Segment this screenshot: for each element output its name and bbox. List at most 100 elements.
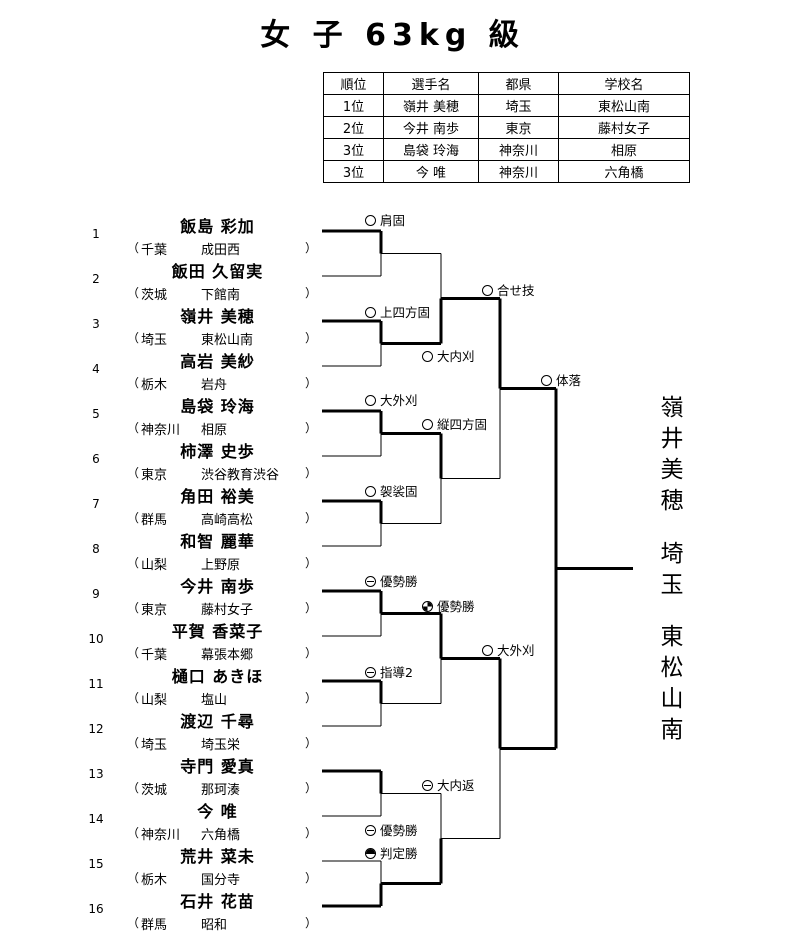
open-circle-icon <box>365 395 376 406</box>
player-prefecture: 栃木 <box>141 378 168 393</box>
dash-circle-icon <box>422 780 433 791</box>
result-text: 袈裟固 <box>380 484 418 499</box>
dash-circle-icon <box>365 667 376 678</box>
ranking-cell: 東京 <box>478 116 559 139</box>
player-seed: 7 <box>92 497 100 511</box>
player-school: 六角橋 <box>201 828 241 843</box>
paren-open: （ <box>127 781 140 795</box>
paren-close: ） <box>305 691 318 705</box>
result-text: 優勢勝 <box>380 823 418 838</box>
player-prefecture: 千葉 <box>141 243 168 258</box>
player-name: 島袋 玲海 <box>180 397 255 416</box>
player-school: 幕張本郷 <box>201 648 254 663</box>
paren-open: （ <box>127 736 140 750</box>
player-name: 今 唯 <box>197 802 238 821</box>
player-prefecture: 埼玉 <box>141 738 168 753</box>
champion-prefecture-char: 埼 <box>660 541 684 567</box>
paren-open: （ <box>127 376 140 390</box>
player-prefecture: 群馬 <box>141 513 168 528</box>
player-name: 平賀 香菜子 <box>171 622 264 641</box>
player-prefecture: 群馬 <box>141 918 168 933</box>
champion-school-char: 南 <box>660 717 684 743</box>
player-seed: 3 <box>92 317 100 331</box>
result-text: 体落 <box>556 373 582 388</box>
champion-school-char: 東 <box>660 624 684 650</box>
paren-close: ） <box>305 511 318 525</box>
result-label: 体落 <box>541 370 581 389</box>
player-name: 樋口 あきほ <box>171 667 264 686</box>
player-seed: 15 <box>88 857 104 871</box>
result-text: 大内返 <box>437 778 475 793</box>
paren-close: ） <box>305 241 318 255</box>
ranking-cell: 相原 <box>558 138 690 161</box>
player-school: 成田西 <box>201 243 241 258</box>
result-label: 合せ技 <box>482 280 535 299</box>
paren-open: （ <box>127 511 140 525</box>
player-seed: 16 <box>88 902 104 916</box>
paren-close: ） <box>305 466 318 480</box>
open-circle-icon <box>541 375 552 386</box>
result-label: 判定勝 <box>365 843 418 862</box>
champion-name-char: 美 <box>660 457 684 483</box>
ranking-row: 2位 今井 南歩 東京 藤村女子 <box>323 116 690 139</box>
player-prefecture: 埼玉 <box>141 333 168 348</box>
player-name: 寺門 愛真 <box>180 757 255 776</box>
result-text: 縦四方固 <box>437 417 488 432</box>
result-text: 優勢勝 <box>437 599 475 614</box>
champion-prefecture-char: 玉 <box>660 572 684 598</box>
dash-circle-icon <box>365 825 376 836</box>
ranking-row: 3位 島袋 玲海 神奈川 相原 <box>323 138 690 161</box>
ranking-cell: 嶺井 美穂 <box>383 94 479 117</box>
paren-close: ） <box>305 286 318 300</box>
paren-close: ） <box>305 826 318 840</box>
player-school: 上野原 <box>201 558 241 573</box>
player-seed: 9 <box>92 587 100 601</box>
open-circle-icon <box>422 419 433 430</box>
player-seed: 10 <box>88 632 104 646</box>
champion-school: 東松山南 <box>652 622 692 746</box>
open-circle-icon <box>365 486 376 497</box>
result-text: 肩固 <box>380 213 406 228</box>
quarter-circle-icon <box>422 601 433 612</box>
player-prefecture: 東京 <box>141 603 168 618</box>
player-seed: 12 <box>88 722 104 736</box>
result-label: 優勢勝 <box>365 820 418 839</box>
paren-close: ） <box>305 736 318 750</box>
open-circle-icon <box>482 285 493 296</box>
player-prefecture: 東京 <box>141 468 168 483</box>
champion-prefecture: 埼玉 <box>652 539 692 601</box>
ranking-cell: 埼玉 <box>478 94 559 117</box>
paren-open: （ <box>127 421 140 435</box>
paren-open: （ <box>127 826 140 840</box>
player-seed: 5 <box>92 407 100 421</box>
result-label: 大外刈 <box>482 640 535 659</box>
result-label: 大外刈 <box>365 390 418 409</box>
ranking-cell: 3位 <box>323 160 384 183</box>
champion-name-char: 穂 <box>660 488 684 514</box>
open-circle-icon <box>482 645 493 656</box>
player-name: 嶺井 美穂 <box>180 307 255 326</box>
player-seed: 2 <box>92 272 100 286</box>
player-seed: 11 <box>88 677 104 691</box>
result-text: 指導2 <box>380 665 413 680</box>
player-prefecture: 山梨 <box>141 558 168 573</box>
ranking-table: 順位 選手名 都県 学校名 1位 嶺井 美穂 埼玉 東松山南 2位 今井 南歩 … <box>323 72 690 183</box>
page-title: 女 子 63kg 級 <box>260 18 525 53</box>
paren-open: （ <box>127 556 140 570</box>
result-text: 大内刈 <box>437 349 475 364</box>
player-seed: 1 <box>92 227 100 241</box>
player-seed: 14 <box>88 812 104 826</box>
champion-name: 嶺井美穂 <box>652 393 692 517</box>
player-school: 塩山 <box>201 693 228 708</box>
result-label: 優勢勝 <box>422 596 475 615</box>
paren-open: （ <box>127 601 140 615</box>
paren-close: ） <box>305 421 318 435</box>
